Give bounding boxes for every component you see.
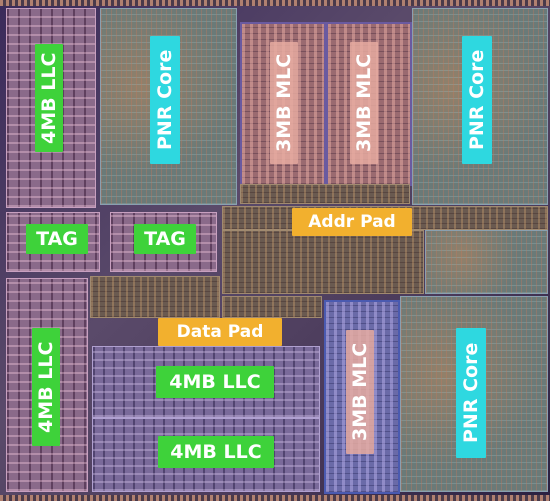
label-llc-center-upper: 4MB LLC [156,366,274,398]
label-tag-right: TAG [134,224,196,254]
label-tag-left: TAG [26,224,88,254]
label-llc-bottom-left: 4MB LLC [32,328,60,446]
label-pnr-core-top-left: PNR Core [150,36,180,164]
label-mlc-top-left: 3MB MLC [270,42,298,164]
label-mlc-bottom: 3MB MLC [346,330,374,454]
mlc-interface-strip [240,184,410,204]
label-pnr-core-top-right: PNR Core [462,36,492,164]
bottom-pad-ring [0,495,550,501]
label-addr-pad: Addr Pad [292,208,412,236]
top-pad-ring [0,0,550,6]
label-mlc-top-right: 3MB MLC [350,42,378,164]
uncore-logic-right [425,230,548,294]
label-data-pad: Data Pad [158,318,282,346]
uncore-logic-left [90,276,220,318]
uncore-logic-center [222,230,424,294]
label-llc-center-lower: 4MB LLC [158,436,274,468]
uncore-logic-mid [222,296,322,318]
label-pnr-core-bottom-right: PNR Core [456,328,486,458]
label-llc-top-left: 4MB LLC [35,44,63,152]
